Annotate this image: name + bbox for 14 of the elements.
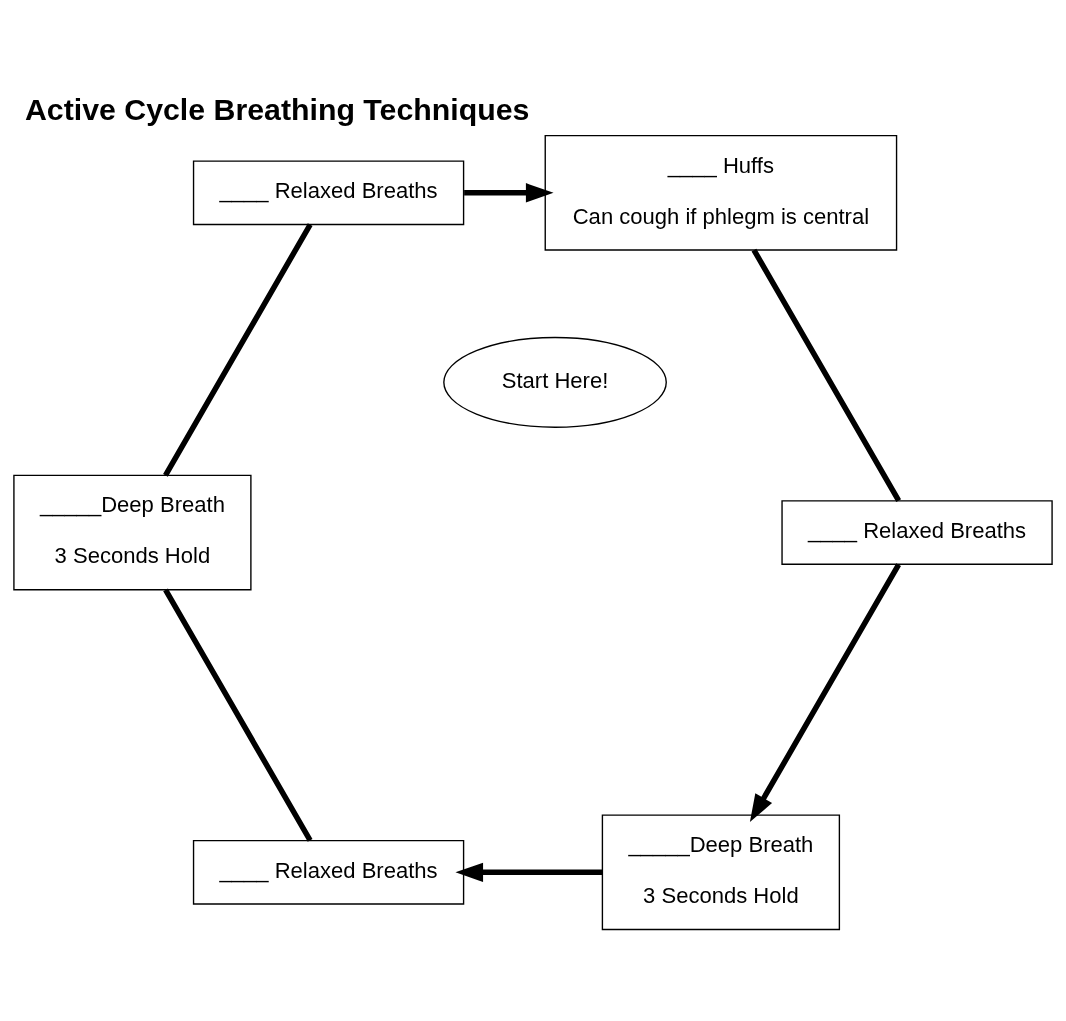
node-box: ____ Relaxed Breaths	[192, 839, 465, 905]
node-box: _____Deep Breath 3 Seconds Hold	[601, 814, 841, 931]
node-box: ____ Relaxed Breaths	[781, 500, 1053, 565]
diagram-title: Active Cycle Breathing Techniques	[24, 92, 530, 126]
node-box: ____ Relaxed Breaths	[192, 160, 465, 226]
arrow	[464, 183, 554, 203]
connector	[163, 588, 313, 842]
arrow	[749, 563, 901, 823]
connector	[751, 248, 902, 503]
node-ellipse: Start Here!	[443, 336, 667, 428]
node-box: _____Deep Breath 3 Seconds Hold	[13, 474, 252, 591]
connector	[163, 223, 313, 477]
node-box: ____ Huffs Can cough if phlegm is central	[544, 134, 898, 251]
arrow	[455, 862, 603, 882]
